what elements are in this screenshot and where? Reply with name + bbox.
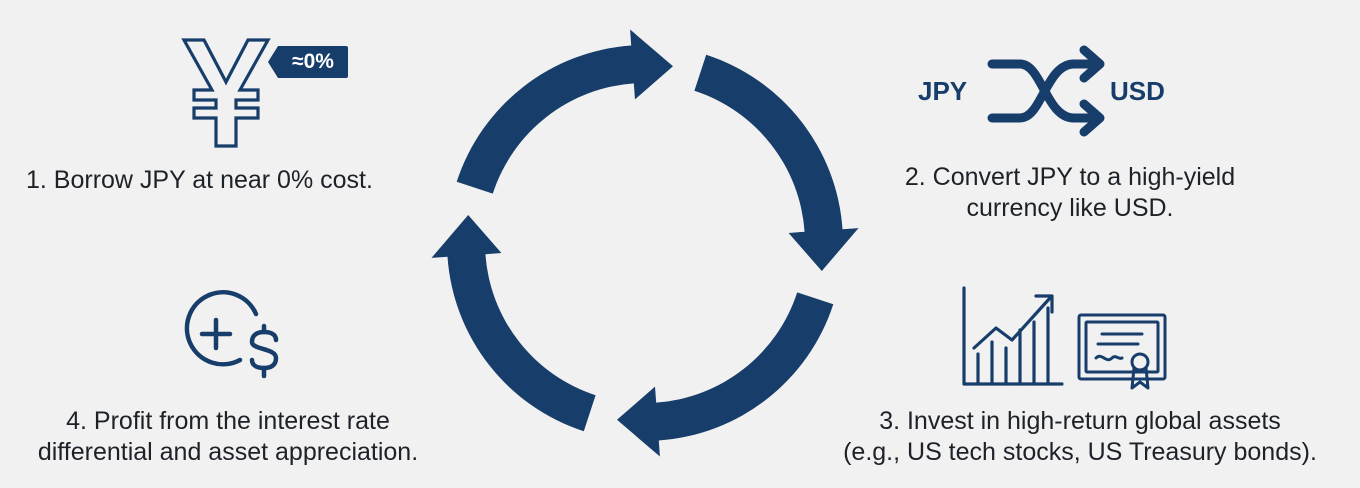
step-3-line-1: 3. Invest in high-return global assets: [879, 407, 1281, 435]
shuffle-icon: [987, 45, 1105, 137]
step-1-line-1: 1. Borrow JPY at near 0% cost.: [26, 166, 373, 194]
rate-badge-text: ≈0%: [292, 50, 334, 73]
step-1-label: 1. Borrow JPY at near 0% cost.: [26, 165, 426, 196]
to-currency: USD: [1110, 76, 1165, 106]
rate-badge: ≈0%: [266, 44, 350, 80]
badge-shape: [268, 46, 348, 78]
cycle-arrows: [431, 29, 859, 457]
bar-chart-up-icon: [962, 286, 1064, 386]
cycle-arrow-2: [694, 54, 859, 272]
step-3-line-2: (e.g., US tech stocks, US Treasury bonds…: [843, 438, 1317, 466]
step-3-label: 3. Invest in high-return global assets (…: [830, 406, 1330, 468]
cycle-arrow-3: [617, 292, 834, 457]
cycle-arrow-1: [456, 29, 673, 194]
from-currency: JPY: [918, 76, 968, 106]
step-2-line-1: 2. Convert JPY to a high-yield: [904, 163, 1236, 191]
step-4-label: 4. Profit from the interest rate differe…: [18, 406, 438, 468]
cycle-arrow-4: [431, 215, 596, 432]
step-4-line-2: differential and asset appreciation.: [37, 438, 419, 466]
yen-icon: [181, 38, 271, 148]
currency-swap: JPY USD: [912, 36, 1182, 146]
certificate-icon: [1077, 313, 1167, 390]
step-4-line-1: 4. Profit from the interest rate: [66, 407, 390, 435]
step-2-line-2: currency like USD.: [966, 194, 1174, 222]
plus-dollar-icon: [184, 290, 279, 379]
step-2-label: 2. Convert JPY to a high-yield currency …: [860, 162, 1280, 224]
